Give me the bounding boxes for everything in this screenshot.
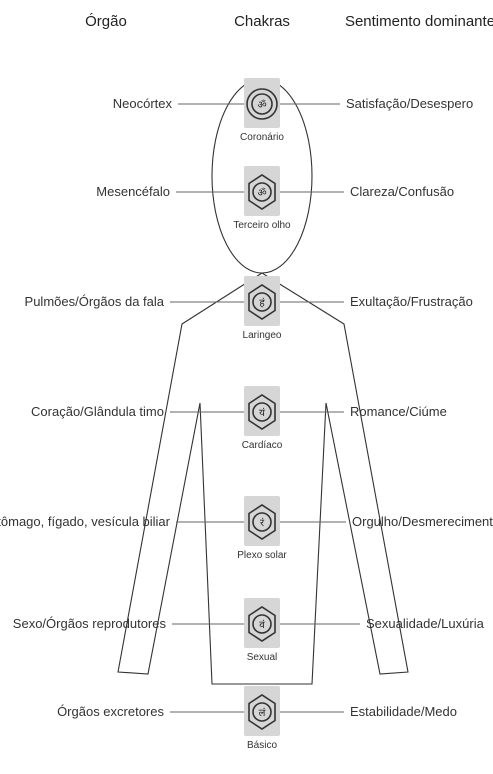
chakra-name-label: Laringeo [243, 330, 282, 341]
crown-chakra-icon: ॐ [244, 78, 280, 128]
feeling-label: Romance/Ciúme [350, 404, 447, 419]
chakra-row: Coração/Glândula timo Romance/Ciúme यं Card… [31, 386, 447, 451]
feeling-label: Sexualidade/Luxúria [366, 616, 485, 631]
feeling-label: Clareza/Confusão [350, 184, 454, 199]
chakra-name-label: Básico [247, 740, 277, 751]
heart-chakra-icon: यं [244, 386, 280, 436]
bija-glyph: यं [259, 407, 265, 419]
organ-label: Neocórtex [113, 96, 173, 111]
organ-label: Coração/Glândula timo [31, 404, 164, 419]
chakra-row: Estômago, fígado, vesícula biliar Orgulho… [0, 496, 493, 561]
chakra-name-label: Cardíaco [242, 440, 283, 451]
bija-glyph: ॐ [257, 99, 266, 111]
organ-label: Pulmões/Órgãos da fala [25, 294, 165, 309]
chakra-row: Neocórtex Satisfação/Desespero ॐ Coronário [113, 78, 473, 143]
feeling-label: Orgulho/Desmerecimento [352, 514, 493, 529]
organ-label: Órgãos excretores [57, 704, 164, 719]
chakra-name-label: Plexo solar [237, 550, 287, 561]
feeling-label: Exultação/Frustração [350, 294, 473, 309]
organ-label: Mesencéfalo [96, 184, 170, 199]
feeling-label: Estabilidade/Medo [350, 704, 457, 719]
third-eye-chakra-icon: ॐ [244, 166, 280, 216]
chakra-name-label: Sexual [247, 652, 278, 663]
bija-glyph: हं [259, 297, 265, 309]
bija-glyph: वं [259, 619, 265, 631]
bija-glyph: लं [259, 707, 266, 719]
solar-plexus-chakra-icon: रं [244, 496, 280, 546]
chakra-row: Pulmões/Órgãos da fala Exultação/Frustraç… [25, 276, 473, 341]
organ-label: Sexo/Órgãos reprodutores [13, 616, 167, 631]
chakra-row: Órgãos excretores Estabilidade/Medo लं Bási… [57, 686, 457, 751]
header-chakras: Chakras [234, 13, 290, 30]
chakra-name-label: Coronário [240, 132, 284, 143]
chakra-name-label: Terceiro olho [233, 220, 291, 231]
organ-label: Estômago, fígado, vesícula biliar [0, 514, 171, 529]
header-organ: Órgão [85, 13, 127, 30]
bija-glyph: ॐ [257, 187, 266, 199]
chakra-rows: Neocórtex Satisfação/Desespero ॐ CoronárioM… [0, 78, 493, 751]
chakra-row: Sexo/Órgãos reprodutores Sexualidade/Luxú… [13, 598, 485, 663]
sacral-chakra-icon: वं [244, 598, 280, 648]
root-chakra-icon: लं [244, 686, 280, 736]
header-feeling: Sentimento dominante [345, 13, 493, 30]
chakra-row: Mesencéfalo Clareza/Confusão ॐ Terceiro olh… [96, 166, 454, 231]
throat-chakra-icon: हं [244, 276, 280, 326]
feeling-label: Satisfação/Desespero [346, 96, 473, 111]
